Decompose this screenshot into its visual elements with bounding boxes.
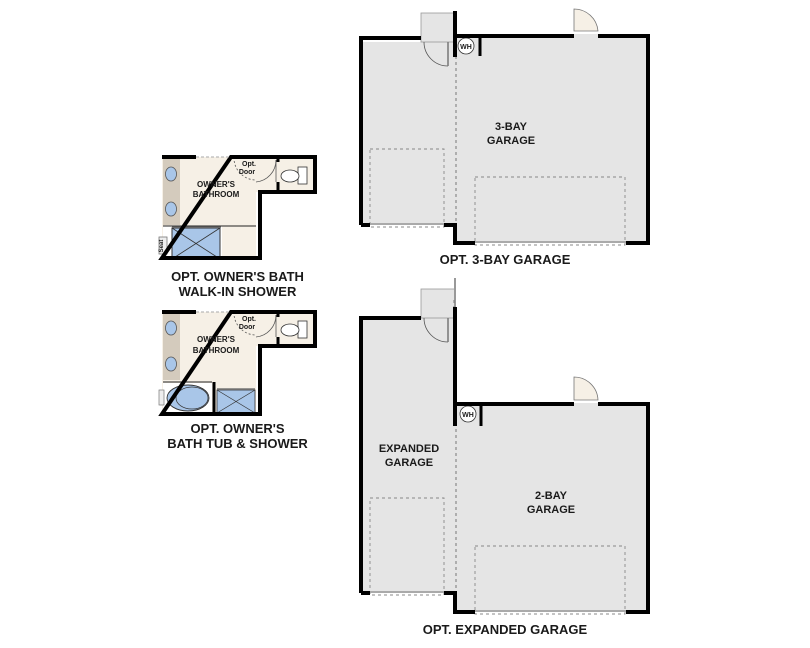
sink-icon (165, 320, 177, 336)
caption-line: BATH TUB & SHOWER (167, 436, 308, 451)
caption-3bay-garage: OPT. 3-BAY GARAGE (439, 252, 571, 267)
opt-door-label: Opt. (242, 316, 256, 323)
parking-space (474, 545, 626, 615)
caption-walkin-shower: OPT. OWNER'S BATH WALK-IN SHOWER (150, 269, 325, 299)
caption-expanded-garage: OPT. EXPANDED GARAGE (422, 622, 588, 637)
toilet-icon (280, 169, 300, 183)
bath-tub-plan: Opt. Door OWNER'S BATHROOM (158, 310, 317, 416)
parking-space (369, 148, 445, 228)
garage-expanded-plan: WH EXPANDED GARAGE 2-BAY GARAGE (359, 278, 650, 615)
room-label: BATHROOM (193, 346, 240, 355)
garage-3bay-plan: WH 3-BAY GARAGE (359, 8, 650, 246)
sink-icon (165, 201, 177, 217)
caption-line: WALK-IN SHOWER (178, 284, 297, 299)
opt-door-label: Opt. (242, 161, 256, 168)
room-label: BATHROOM (193, 190, 240, 199)
toilet-icon (280, 323, 300, 337)
caption-line: OPT. OWNER'S (190, 421, 285, 436)
bath-walkin-plan: Seat Opt. Door OWNER'S BATHROOM (158, 155, 317, 260)
door-swing (573, 8, 599, 32)
room-label: 3-BAY (495, 121, 528, 133)
room-label: 2-BAY (535, 490, 568, 502)
water-heater-label: WH (462, 412, 474, 419)
seat-label: Seat (159, 240, 165, 253)
room-label: GARAGE (527, 504, 575, 516)
sink-icon (165, 356, 177, 372)
room-label: GARAGE (385, 457, 433, 469)
opt-door-label: Door (239, 169, 256, 176)
room-label: OWNER'S (197, 180, 236, 189)
water-heater-label: WH (460, 44, 472, 51)
room-label: EXPANDED (379, 443, 439, 455)
opt-door-label: Door (239, 324, 256, 331)
sink-icon (165, 166, 177, 182)
parking-space (474, 176, 626, 246)
caption-tub-shower: OPT. OWNER'S BATH TUB & SHOWER (150, 421, 325, 451)
caption-line: OPT. OWNER'S BATH (171, 269, 304, 284)
door-swing (573, 376, 599, 401)
room-label: GARAGE (487, 135, 535, 147)
room-label: OWNER'S (197, 335, 236, 344)
parking-space (369, 497, 445, 596)
